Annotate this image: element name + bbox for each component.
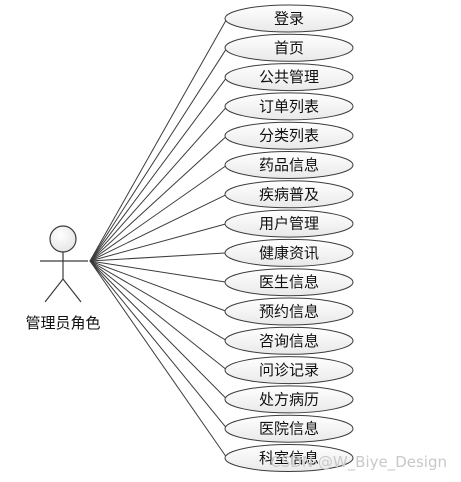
use-case: 预约信息 (224, 297, 354, 326)
use-case: 用户管理 (224, 209, 354, 238)
use-case: 疾病普及 (224, 180, 354, 209)
use-case-label: 科室信息 (259, 449, 319, 467)
use-case-label: 问诊记录 (259, 361, 319, 379)
admin-actor: 管理员角色 (25, 225, 101, 332)
use-case-ellipse (224, 297, 354, 326)
actor-label: 管理员角色 (25, 314, 100, 332)
association-line (89, 260, 228, 312)
use-case-ellipse (224, 268, 354, 297)
association-line (89, 18, 228, 262)
use-case: 登录 (224, 4, 354, 33)
use-case-ellipse (224, 326, 354, 355)
use-case-ellipse (224, 209, 354, 238)
use-case: 处方病历 (224, 385, 354, 414)
use-case: 科室信息 (224, 444, 354, 472)
use-case: 药品信息 (224, 151, 354, 179)
use-case-label: 疾病普及 (259, 185, 319, 203)
use-case: 健康资讯 (224, 238, 354, 267)
use-case-label: 首页 (274, 39, 304, 57)
use-case: 分类列表 (224, 121, 354, 150)
use-case-label: 公共管理 (259, 68, 319, 86)
use-case-ellipse (224, 121, 354, 150)
association-line (89, 193, 228, 262)
use-case-label: 登录 (274, 10, 304, 28)
use-case-ellipse (224, 414, 354, 443)
use-case-ellipse (224, 356, 354, 385)
use-case-label: 订单列表 (259, 97, 319, 115)
use-case-label: 健康资讯 (259, 244, 319, 262)
use-case: 公共管理 (224, 63, 354, 92)
association-line (89, 164, 228, 262)
use-case: 问诊记录 (224, 356, 354, 385)
association-line (89, 47, 228, 262)
actor-right-leg (62, 278, 82, 303)
association-line (89, 106, 228, 262)
association-line (89, 252, 228, 262)
use-case-label: 医生信息 (259, 273, 319, 291)
use-case-label: 分类列表 (259, 127, 319, 145)
association-line (89, 260, 228, 400)
association-lines (89, 18, 228, 459)
use-case: 医院信息 (224, 414, 354, 443)
actor-left-leg (44, 278, 64, 303)
use-case-label: 用户管理 (259, 215, 319, 233)
use-case-ellipse (224, 151, 354, 179)
use-case-label: 药品信息 (259, 156, 319, 174)
use-case-ellipse (224, 238, 354, 267)
association-line (89, 76, 228, 262)
use-case-label: 医院信息 (259, 420, 319, 438)
use-case: 医生信息 (224, 268, 354, 297)
use-case-list: 登录首页公共管理订单列表分类列表药品信息疾病普及用户管理健康资讯医生信息预约信息… (224, 4, 354, 472)
use-case-ellipse (224, 4, 354, 33)
use-case-label: 咨询信息 (259, 332, 319, 350)
association-line (89, 260, 228, 283)
use-case-ellipse (224, 180, 354, 209)
use-case-ellipse (224, 385, 354, 414)
use-case-ellipse (224, 63, 354, 92)
association-line (89, 223, 228, 262)
actor-head (49, 225, 77, 253)
use-case-ellipse (224, 33, 354, 62)
association-line (89, 135, 228, 262)
watermark: CSDN @W_Biye_Design (270, 453, 447, 472)
use-case-label: 预约信息 (259, 303, 319, 321)
association-line (89, 260, 228, 459)
association-line (89, 260, 228, 342)
use-case-ellipse (224, 444, 354, 472)
use-case-label: 处方病历 (259, 390, 319, 408)
use-case: 咨询信息 (224, 326, 354, 355)
use-case-ellipse (224, 92, 354, 121)
use-case: 首页 (224, 33, 354, 62)
use-case: 订单列表 (224, 92, 354, 121)
association-line (89, 260, 228, 430)
association-line (89, 260, 228, 371)
